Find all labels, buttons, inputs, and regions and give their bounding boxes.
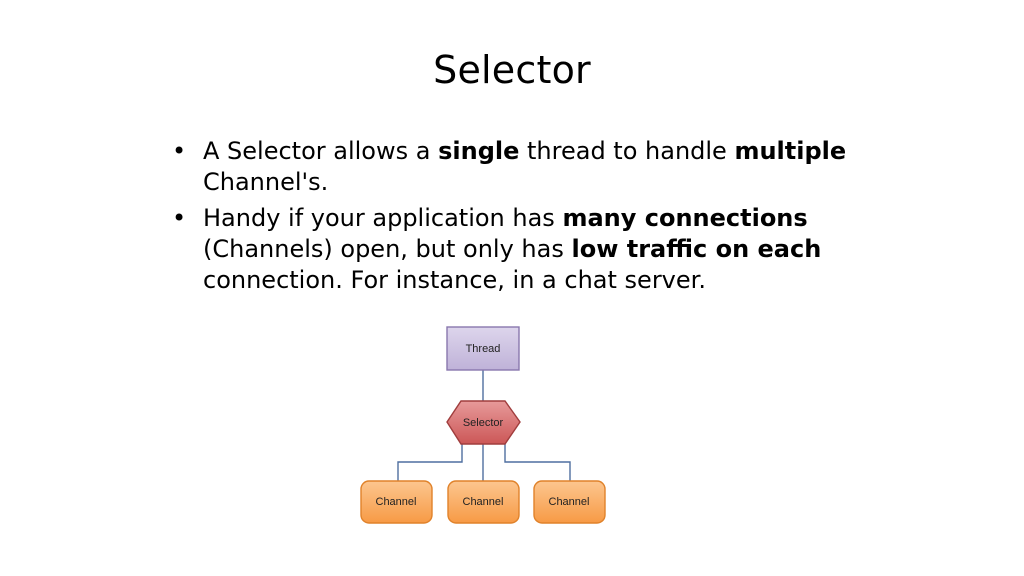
channel-node: Channel	[447, 480, 520, 524]
bullet-text: (Channels) open, but only has	[203, 235, 572, 263]
channel-label: Channel	[463, 496, 504, 508]
channel-box	[360, 480, 433, 524]
thread-label: Thread	[466, 343, 501, 355]
channel-node: Channel	[360, 480, 433, 524]
bullet-list: • A Selector allows a single thread to h…	[172, 136, 872, 301]
bullet-emphasis: multiple	[734, 137, 847, 165]
bullet-emphasis: single	[438, 137, 520, 165]
bullet-text: Handy if your application has	[203, 204, 563, 232]
slide-title: Selector	[433, 48, 591, 92]
thread-box	[446, 326, 520, 371]
bullet-text: A Selector allows a	[203, 137, 439, 165]
bullet-emphasis: low traffic on each	[571, 235, 822, 263]
selector-label: Selector	[463, 417, 504, 429]
connector-lines	[397, 370, 571, 481]
bullet-marker: •	[172, 137, 187, 165]
channel-label: Channel	[376, 496, 417, 508]
bullet-marker: •	[172, 204, 187, 232]
selector-hexagon	[446, 400, 521, 445]
channel-label: Channel	[549, 496, 590, 508]
bullet-emphasis: many connections	[562, 204, 808, 232]
bullet-item-1: • A Selector allows a single thread to h…	[172, 136, 872, 198]
bullet-text: thread to handle	[519, 137, 735, 165]
bullet-item-2: • Handy if your application has many con…	[172, 203, 872, 296]
connector-selector-channel-left	[397, 444, 463, 481]
channel-node: Channel	[533, 480, 606, 524]
channel-box	[447, 480, 520, 524]
connector-selector-channel-right	[504, 444, 571, 481]
selector-node: Selector	[446, 400, 521, 445]
bullet-text: Channel's.	[203, 168, 329, 196]
channel-box	[533, 480, 606, 524]
thread-node: Thread	[446, 326, 520, 371]
bullet-text: connection. For instance, in a chat serv…	[203, 266, 706, 294]
